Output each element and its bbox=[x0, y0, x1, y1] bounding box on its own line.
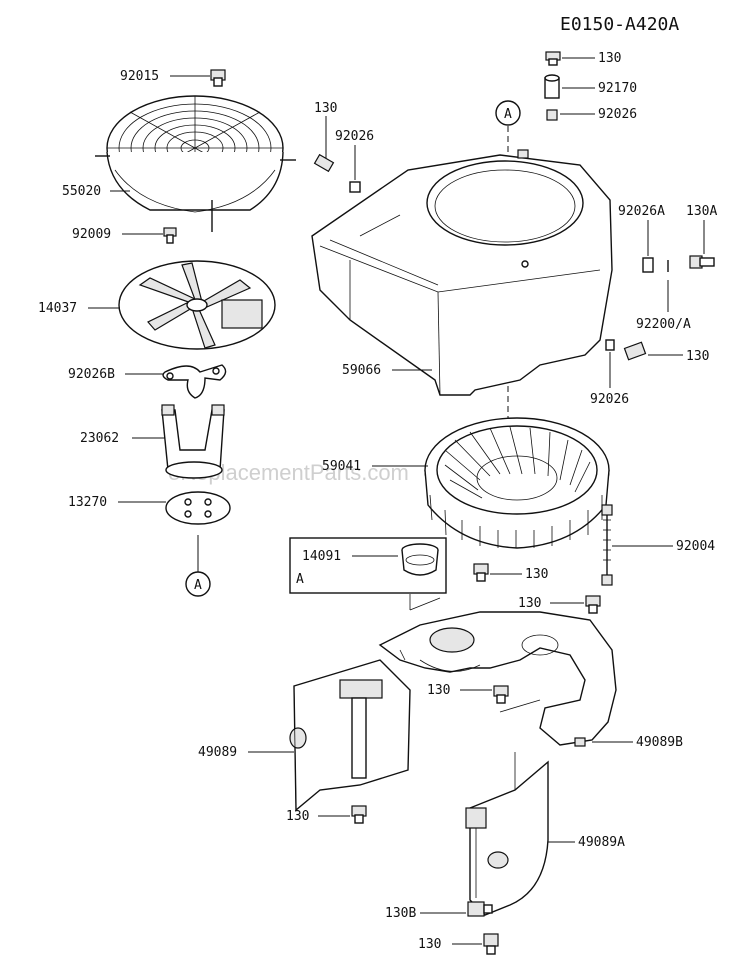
fan-plate-14037[interactable] bbox=[118, 260, 276, 350]
label-92009: 92009 bbox=[72, 227, 111, 242]
bolt-130-low[interactable] bbox=[351, 805, 367, 824]
label-130-mid2: 130 bbox=[518, 596, 541, 611]
label-49089A: 49089A bbox=[578, 835, 625, 850]
label-92026A: 92026A bbox=[618, 204, 665, 219]
label-14037: 14037 bbox=[38, 301, 77, 316]
label-130-mid: 130 bbox=[525, 567, 548, 582]
label-49089B: 49089B bbox=[636, 735, 683, 750]
stud-92004[interactable] bbox=[601, 504, 613, 586]
bolt-92015[interactable] bbox=[210, 69, 226, 87]
label-130-a: 130 bbox=[314, 101, 337, 116]
label-13270: 13270 bbox=[68, 495, 107, 510]
collar-92026A[interactable] bbox=[642, 257, 654, 273]
ref-a-bottom bbox=[185, 571, 211, 597]
baffle-49089B[interactable] bbox=[378, 611, 617, 747]
fan-screen-55020[interactable] bbox=[95, 95, 296, 232]
bolt-130-mid[interactable] bbox=[473, 563, 489, 582]
collar-92026-a[interactable] bbox=[349, 181, 361, 193]
label-92200A: 92200/A bbox=[636, 317, 691, 332]
label-92026-right: 92026 bbox=[590, 392, 629, 407]
label-130-mid3: 130 bbox=[427, 683, 450, 698]
label-49089: 49089 bbox=[198, 745, 237, 760]
collar-92026-right[interactable] bbox=[605, 339, 615, 351]
bolt-130-mid3[interactable] bbox=[493, 685, 509, 704]
bolt-130B[interactable] bbox=[467, 901, 493, 917]
grommet-14091[interactable] bbox=[401, 543, 439, 576]
ref-a-bottom-text: A bbox=[194, 578, 202, 593]
label-92004: 92004 bbox=[676, 539, 715, 554]
label-130A: 130A bbox=[686, 204, 717, 219]
screw-92009[interactable] bbox=[163, 227, 177, 244]
label-130-top: 130 bbox=[598, 51, 621, 66]
label-92026-a: 92026 bbox=[335, 129, 374, 144]
label-59041: 59041 bbox=[322, 459, 361, 474]
baffle-49089A[interactable] bbox=[465, 752, 549, 916]
blower-housing-59066[interactable] bbox=[311, 149, 613, 396]
bolt-130-bottom[interactable] bbox=[483, 933, 499, 955]
baffle-49089[interactable] bbox=[289, 659, 411, 812]
bolt-130-top[interactable] bbox=[545, 51, 561, 66]
plate-13270[interactable] bbox=[165, 491, 231, 525]
ref-a-top-text: A bbox=[504, 107, 512, 122]
label-92170: 92170 bbox=[598, 81, 637, 96]
clip-92026B[interactable] bbox=[162, 364, 227, 399]
label-59066: 59066 bbox=[342, 363, 381, 378]
label-130B: 130B bbox=[385, 906, 416, 921]
ref-a-top bbox=[495, 100, 521, 126]
label-92026B: 92026B bbox=[68, 367, 115, 382]
spacer-92170[interactable] bbox=[544, 74, 560, 99]
bolt-130-right[interactable] bbox=[623, 341, 647, 361]
bolt-130A[interactable] bbox=[689, 255, 715, 269]
label-92026-top: 92026 bbox=[598, 107, 637, 122]
flywheel-fan-59041[interactable] bbox=[424, 417, 610, 549]
inset-a: A 14091 bbox=[289, 537, 447, 594]
bracket-23062[interactable] bbox=[161, 404, 225, 479]
label-55020: 55020 bbox=[62, 184, 101, 199]
label-14091: 14091 bbox=[302, 549, 341, 564]
bolt-130-mid2[interactable] bbox=[585, 595, 601, 614]
label-130-bottom: 130 bbox=[418, 937, 441, 952]
diagram-code: E0150-A420A bbox=[560, 14, 679, 35]
label-92015: 92015 bbox=[120, 69, 159, 84]
bolt-130-a[interactable] bbox=[313, 153, 335, 173]
inset-a-letter: A bbox=[296, 572, 304, 587]
collar-92026-top[interactable] bbox=[546, 109, 558, 121]
label-130-low: 130 bbox=[286, 809, 309, 824]
label-130-right: 130 bbox=[686, 349, 709, 364]
label-23062: 23062 bbox=[80, 431, 119, 446]
